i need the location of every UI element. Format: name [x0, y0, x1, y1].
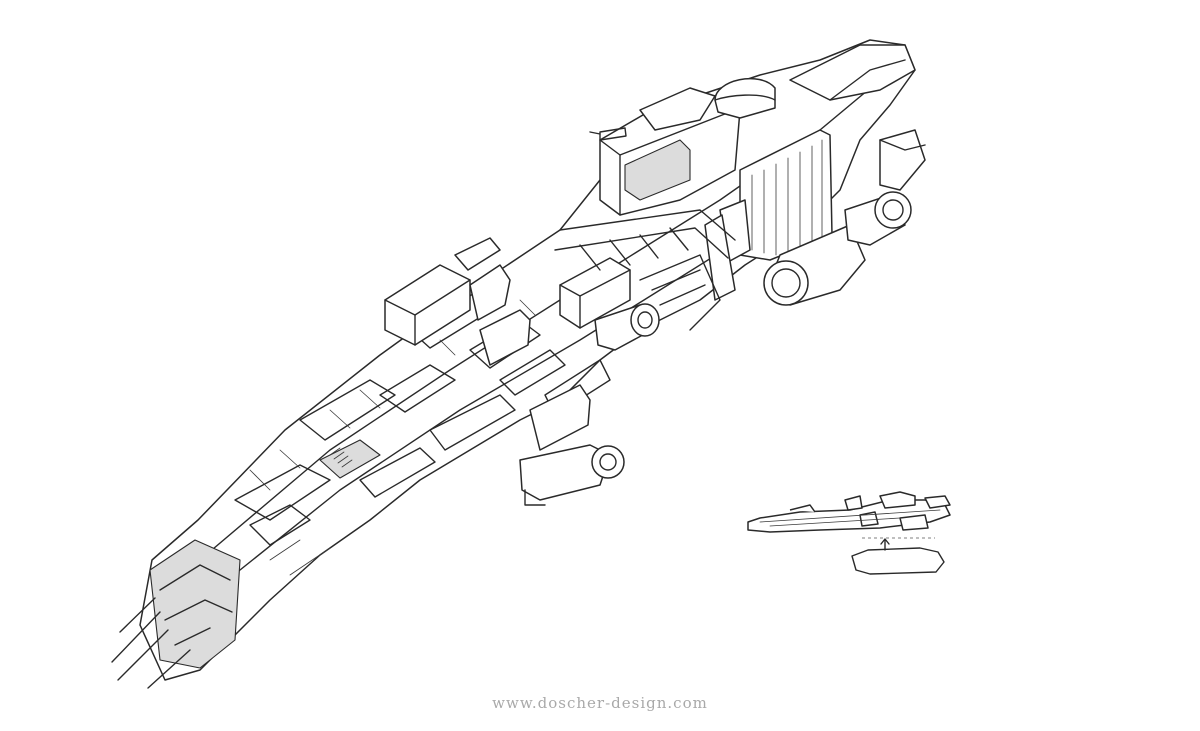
site-watermark: www.doscher-design.com — [492, 694, 708, 712]
dorsal-structures — [384, 237, 631, 451]
gantry-truss — [554, 209, 736, 331]
engine-block — [739, 44, 926, 261]
hull-panels — [234, 289, 611, 576]
bridge-tower — [589, 77, 776, 216]
engine-nacelles — [519, 191, 912, 506]
side-view-sketch — [747, 491, 951, 575]
ship-hull — [111, 39, 916, 689]
